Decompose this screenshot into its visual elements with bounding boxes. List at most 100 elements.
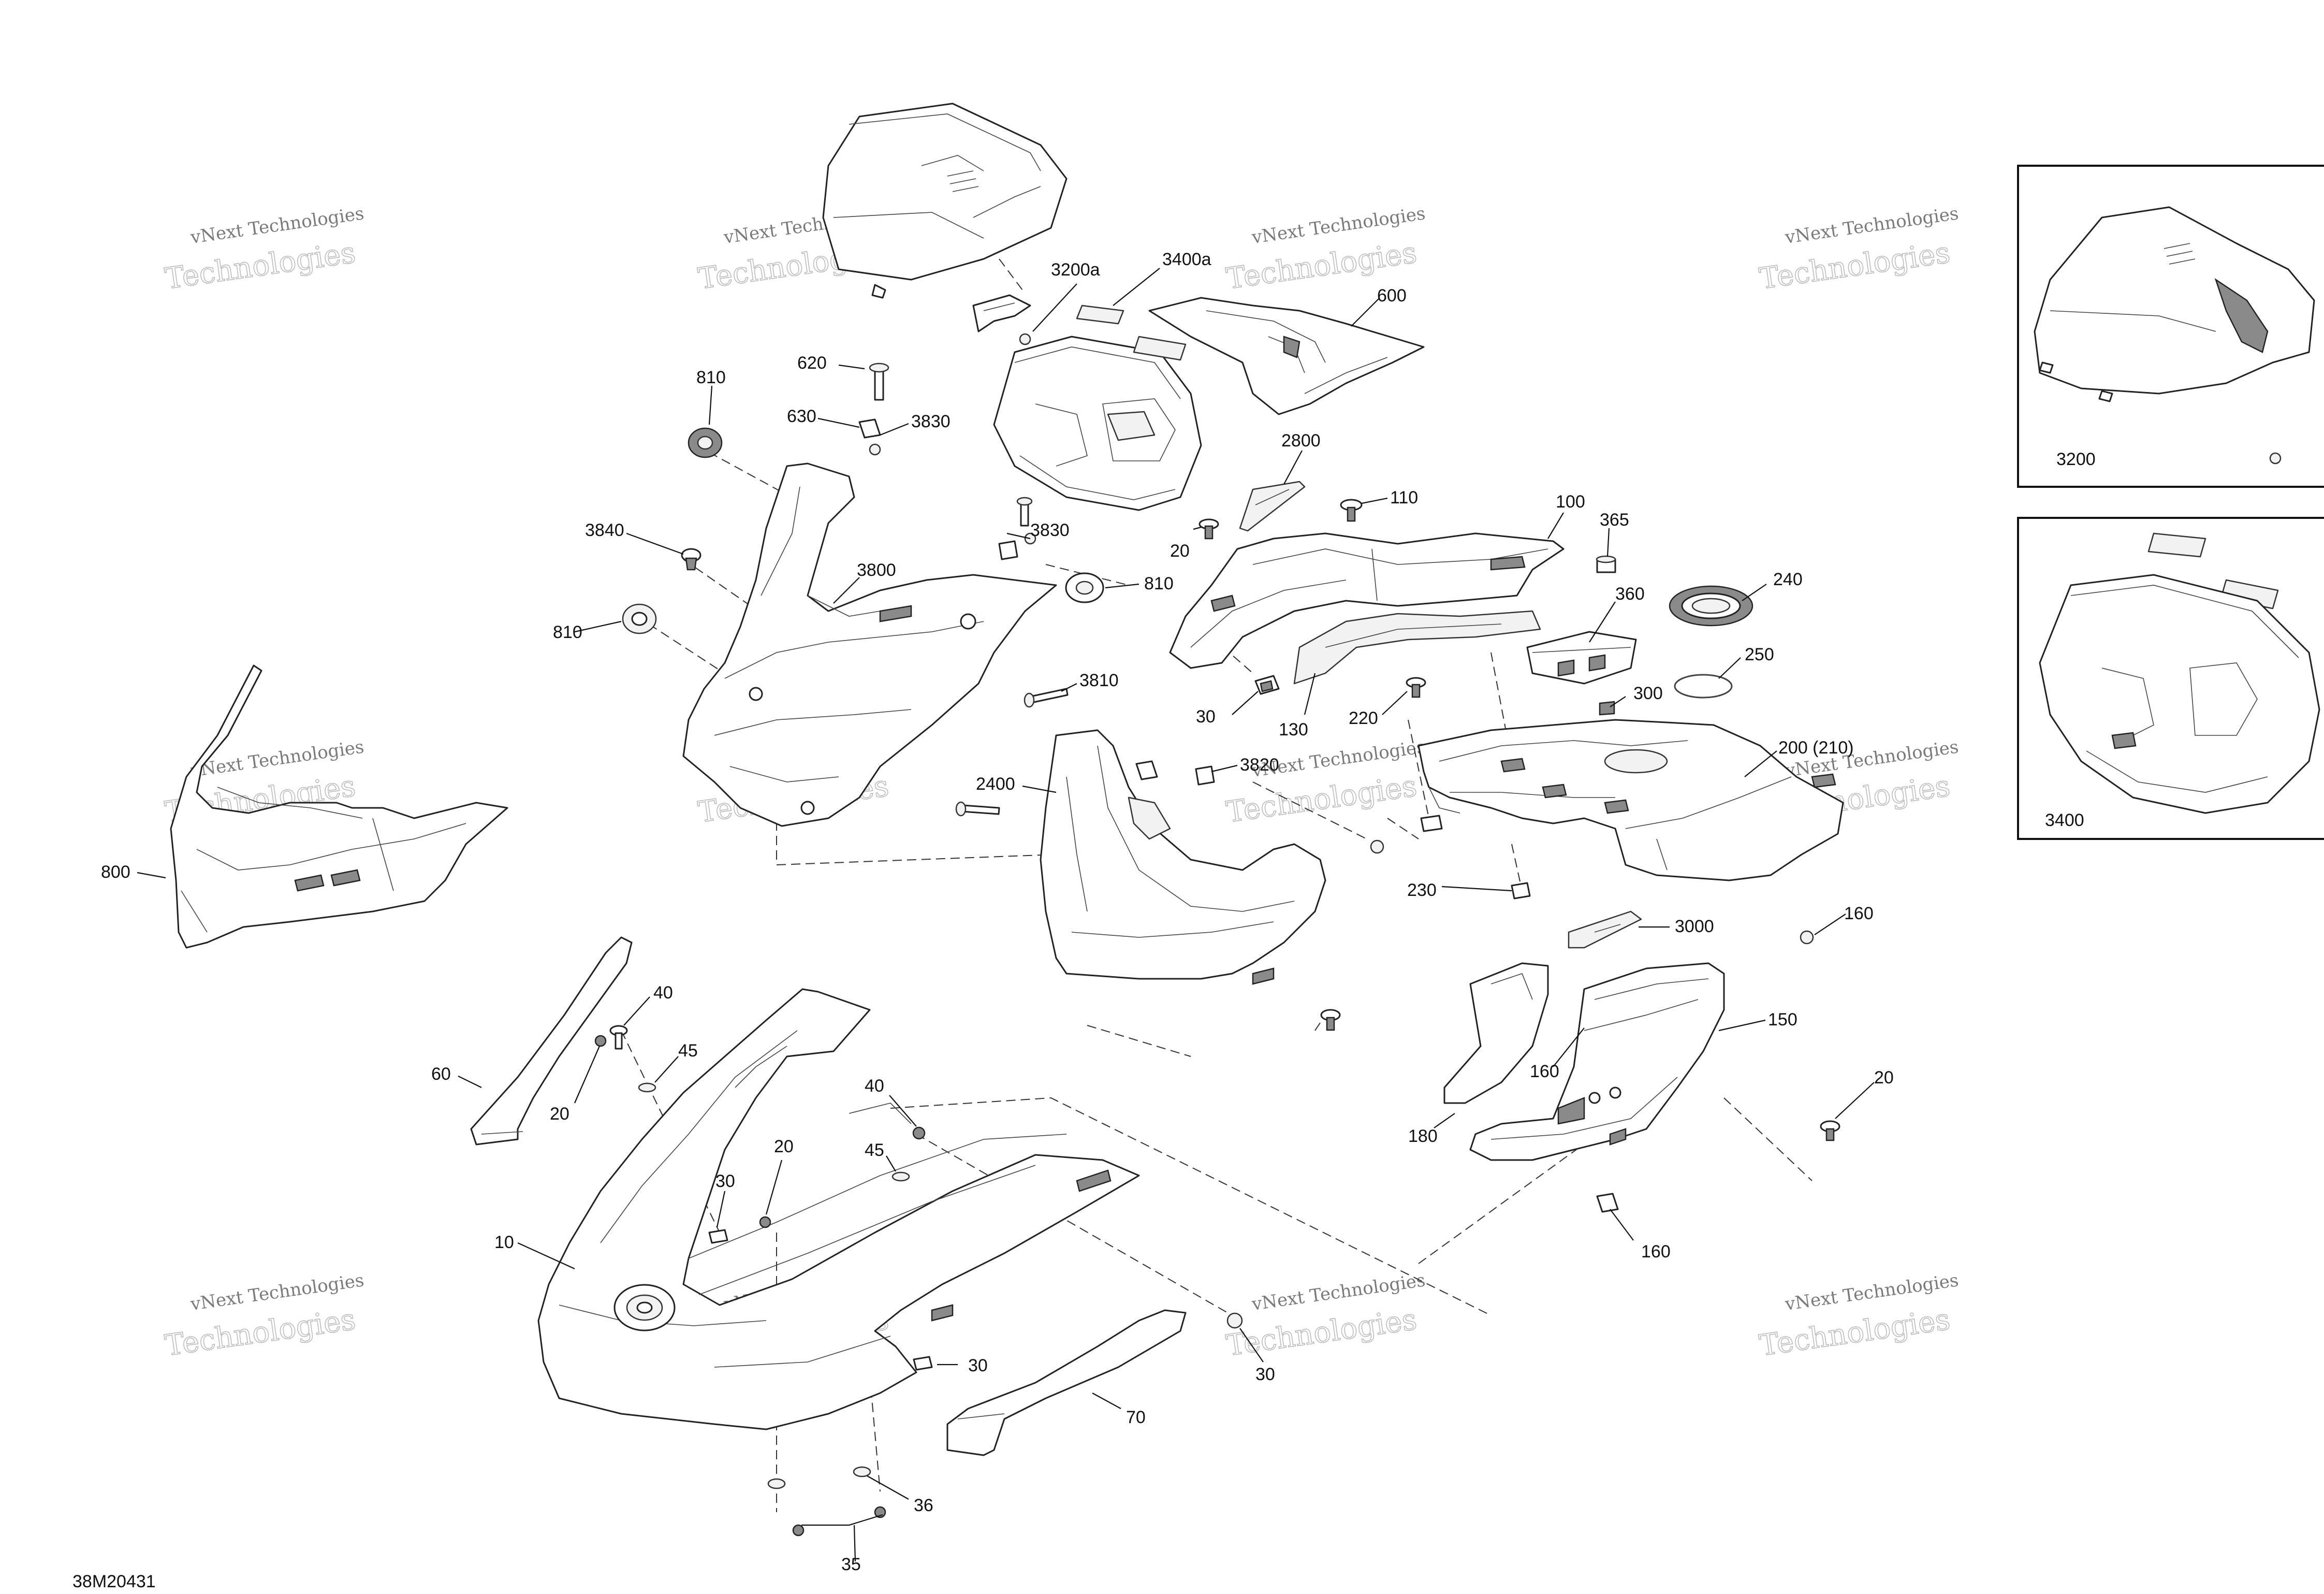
callout-label: 30 — [715, 1171, 735, 1191]
part-screw — [1340, 499, 1363, 522]
callout-label: 3400a — [1162, 250, 1211, 269]
callout-label: 20 — [1874, 1068, 1894, 1088]
callout-label: 180 — [1408, 1126, 1438, 1146]
dashed-line — [1511, 844, 1523, 891]
part-storage-compartment — [993, 336, 1202, 511]
part-nut — [759, 1216, 771, 1228]
callout-label: 3830 — [1030, 520, 1070, 540]
part-clip — [1195, 765, 1215, 786]
part-screw — [609, 1025, 628, 1050]
part-front-fairing — [537, 988, 1140, 1430]
callout-label: 365 — [1600, 510, 1629, 530]
part-side-rail — [470, 936, 633, 1146]
dashed-line — [890, 1097, 1492, 1316]
callout-label: 150 — [1768, 1010, 1797, 1030]
part-clip — [1135, 760, 1158, 780]
part-nut — [1599, 701, 1615, 716]
part-clip-nut — [913, 1356, 933, 1371]
dashed-line — [621, 1030, 720, 1233]
callout-label: 100 — [1556, 492, 1585, 512]
callout-label: 2400 — [976, 774, 1015, 794]
part-nut — [792, 1524, 805, 1537]
part-windshield — [170, 664, 508, 949]
part-screw — [1820, 1120, 1840, 1141]
watermark: Technologies vNext Technologies — [1757, 203, 1960, 296]
callout-label: 600 — [1377, 286, 1407, 306]
part-rubber-trim — [1293, 610, 1541, 685]
watermark: Technologies vNext Technologies — [1224, 736, 1427, 830]
part-plug — [1596, 555, 1616, 573]
inset-label-3200: 3200 — [2056, 450, 2096, 469]
part-clip — [858, 418, 881, 456]
dashed-line — [1087, 1025, 1191, 1057]
callout-label: 220 — [1349, 708, 1378, 728]
part-nut — [1370, 839, 1384, 854]
part-trim-strip — [1239, 481, 1306, 532]
part-screw — [869, 363, 889, 401]
part-washer — [767, 1478, 786, 1489]
callout-label: 35 — [841, 1555, 861, 1574]
callout-label: 30 — [1255, 1365, 1275, 1384]
callout-label: 45 — [678, 1041, 698, 1061]
callout-label: 250 — [1745, 645, 1774, 664]
part-grommet — [1065, 572, 1104, 603]
dashed-line — [1408, 719, 1429, 819]
callout-label: 810 — [553, 622, 582, 642]
callout-label: 3800 — [857, 560, 896, 580]
part-clip-nut — [1596, 1193, 1619, 1213]
callout-label: 630 — [787, 407, 816, 426]
dashed-line — [1723, 1097, 1813, 1181]
callout-label: 800 — [101, 862, 130, 882]
part-nut — [1226, 1312, 1243, 1329]
part-o-ring — [1674, 674, 1733, 699]
dashed-line — [1387, 818, 1419, 839]
part-nut — [1800, 930, 1814, 945]
callout-label: 3200a — [1051, 260, 1100, 280]
dashed-line — [1418, 1128, 1605, 1264]
inset-label-3400: 3400 — [2045, 810, 2084, 830]
part-foam-pad — [1133, 336, 1187, 361]
callout-label: 620 — [797, 353, 827, 373]
callout-labels: 3200a 3400a 600 620 630 3830 810 2800 11… — [101, 250, 1894, 1574]
watermark: Technologies vNext Technologies — [1224, 203, 1427, 296]
part-push-rivet — [681, 548, 701, 571]
callout-label: 3840 — [585, 520, 624, 540]
part-upper-rear-panel — [1148, 297, 1425, 415]
watermark: Technologies vNext Technologies — [1224, 1270, 1427, 1363]
part-nut — [1019, 333, 1031, 345]
part-side-trim — [1443, 962, 1549, 1104]
part-emblem — [1568, 910, 1642, 949]
part-washer — [853, 1466, 871, 1477]
inset-box-3400: 3400 — [2017, 517, 2324, 840]
part-screw — [1024, 688, 1069, 708]
part-side-panel-upper — [1169, 532, 1565, 669]
part-headlamp-housing — [1040, 729, 1326, 985]
callout-label: 200 (210) — [1778, 738, 1854, 758]
part-screw — [1320, 1009, 1341, 1031]
drawing-code: 38M20431 — [72, 1572, 156, 1591]
part-foam-pad — [1076, 305, 1124, 325]
callout-label: 160 — [1530, 1062, 1559, 1081]
part-bracket-clip — [972, 294, 1031, 332]
callout-label: 36 — [914, 1496, 933, 1515]
callout-label: 130 — [1279, 720, 1308, 740]
callout-label: 70 — [1126, 1408, 1146, 1427]
callout-label: 20 — [1170, 541, 1190, 561]
part-screw — [1198, 518, 1219, 540]
part-lower-trim — [946, 1309, 1187, 1456]
callout-label: 3830 — [911, 412, 951, 431]
part-nut — [1511, 882, 1531, 900]
part-side-panel-lower — [1469, 962, 1725, 1161]
callout-label: 3000 — [1675, 917, 1714, 936]
part-clip-nut — [1254, 675, 1280, 695]
callout-label: 10 — [494, 1233, 514, 1252]
callout-label: 20 — [774, 1137, 794, 1156]
callout-label: 810 — [696, 368, 726, 387]
part-switch-panel — [1526, 631, 1637, 685]
part-grommet — [622, 603, 657, 634]
callout-label: 300 — [1633, 684, 1663, 703]
watermark: Technologies vNext Technologies — [1757, 1270, 1960, 1363]
part-nut — [912, 1126, 926, 1140]
part-washer — [638, 1082, 656, 1093]
